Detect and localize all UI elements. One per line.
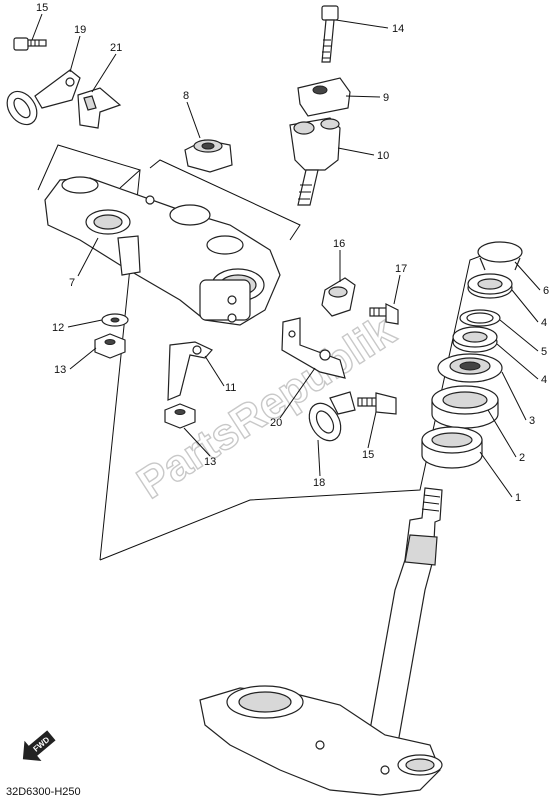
- callout-11: 11: [225, 382, 236, 394]
- callout-4-lower: 4: [541, 374, 547, 386]
- callout-18: 18: [313, 477, 325, 489]
- callout-12: 12: [52, 322, 64, 334]
- callout-9: 9: [383, 92, 389, 104]
- callout-20: 20: [270, 417, 282, 429]
- bearing-1: [421, 426, 483, 469]
- svg-text:PartsRepublik: PartsRepublik: [129, 306, 404, 509]
- callout-5: 5: [541, 346, 547, 358]
- bracket-11: [167, 341, 213, 401]
- dust-cap-6: [477, 241, 523, 271]
- bracket-21: [77, 87, 122, 129]
- nut-13-left: [94, 333, 126, 359]
- bracket-20: [281, 317, 346, 379]
- handlebar-lower-10: [289, 117, 341, 206]
- callout-17: 17: [395, 263, 407, 275]
- callout-labels: 15 19 21 14 9 8 10 7 16 17 6 12 4 5 13 4…: [36, 2, 549, 504]
- assembly-boundary: [37, 144, 141, 191]
- upper-bracket-7: [44, 176, 281, 326]
- nut-13-lower: [164, 403, 196, 429]
- bolt-15-top: [13, 37, 47, 51]
- steering-stem: [199, 487, 443, 796]
- callout-15: 15: [36, 2, 48, 14]
- callout-10: 10: [377, 150, 389, 162]
- callout-21: 21: [110, 42, 122, 54]
- callout-15-right: 15: [362, 449, 374, 461]
- bearing-2: [431, 385, 499, 429]
- fwd-badge: FWD: [22, 730, 56, 761]
- lock-washer-5: [459, 309, 501, 327]
- callout-13-left: 13: [54, 364, 66, 376]
- bolt-14: [321, 5, 339, 63]
- callout-2: 2: [519, 452, 525, 464]
- callout-4-upper: 4: [541, 317, 547, 329]
- collar-8: [184, 139, 233, 173]
- callout-3: 3: [529, 415, 535, 427]
- bolt-17: [369, 303, 399, 325]
- clip-16: [321, 277, 356, 317]
- ring-nut-4-lower: [452, 326, 498, 353]
- callout-13-lower: 13: [204, 456, 216, 468]
- callout-6: 6: [543, 285, 549, 297]
- callout-1: 1: [515, 492, 521, 504]
- bolt-15-right: [357, 392, 397, 415]
- hose-holder-19: [6, 69, 81, 126]
- callout-14: 14: [392, 23, 404, 35]
- ring-nut-4-upper: [467, 273, 513, 299]
- holder-18: [308, 391, 356, 442]
- leader-lines: [31, 13, 541, 498]
- callout-19: 19: [74, 24, 86, 36]
- diagram-code: 32D6300-H250: [6, 786, 81, 798]
- bearing-cover-3: [437, 353, 503, 383]
- assembly-boundary-2: [149, 159, 301, 241]
- callout-7: 7: [69, 277, 75, 289]
- washer-12: [101, 313, 129, 327]
- handlebar-upper-9: [297, 77, 351, 117]
- callout-16: 16: [333, 238, 345, 250]
- watermark: PartsRepublik: [128, 305, 405, 509]
- callout-8: 8: [183, 90, 189, 102]
